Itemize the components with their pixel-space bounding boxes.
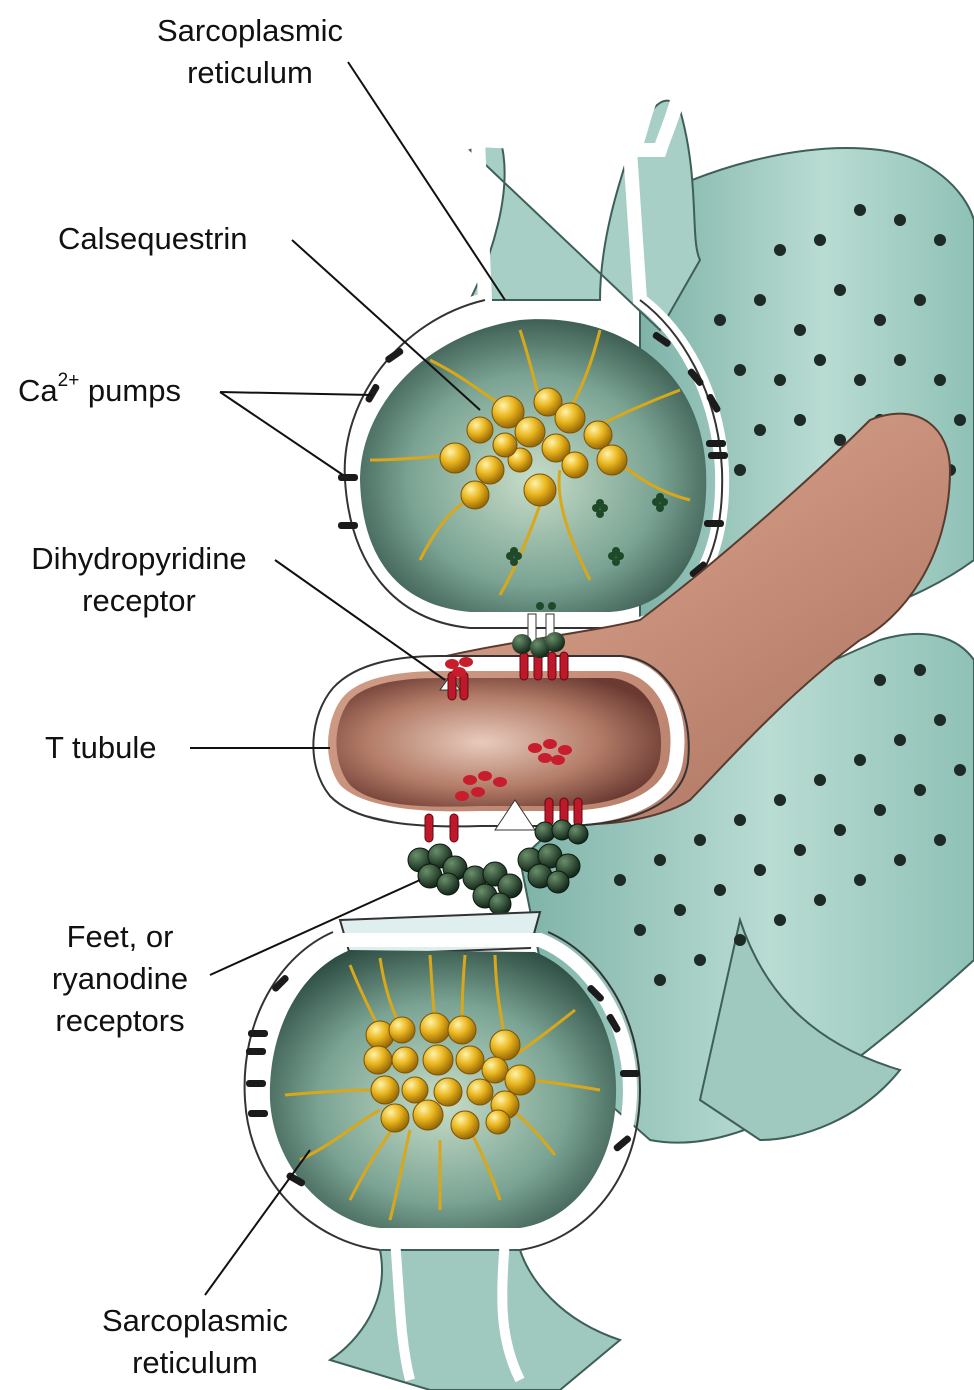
label-sarcoplasmic-reticulum-top: Sarcoplasmic reticulum <box>150 10 350 94</box>
label-sr-bottom-line2: reticulum <box>80 1342 310 1384</box>
label-sr-top-line1: Sarcoplasmic <box>150 10 350 52</box>
label-dhp-line2: receptor <box>8 580 270 622</box>
t-tubule-lumen <box>336 678 661 807</box>
label-dhp-line1: Dihydropyridine <box>8 538 270 580</box>
label-calsequestrin: Calsequestrin <box>58 218 288 260</box>
label-ca-pumps: Ca2+ pumps <box>18 370 228 412</box>
label-ca-pumps-suffix: pumps <box>79 373 181 408</box>
label-t-tubule: T tubule <box>45 727 185 769</box>
leader-ca-pumps-2 <box>220 392 343 475</box>
label-sr-top-line2: reticulum <box>150 52 350 94</box>
label-ca-pumps-superscript: 2+ <box>58 370 80 391</box>
label-sarcoplasmic-reticulum-bottom: Sarcoplasmic reticulum <box>80 1300 310 1384</box>
label-feet-line1: Feet, or <box>20 916 220 958</box>
label-dihydropyridine-receptor: Dihydropyridine receptor <box>8 538 270 622</box>
label-feet-line3: receptors <box>20 1000 220 1042</box>
leader-sr-bottom <box>205 1150 310 1295</box>
label-feet-ryanodine-receptors: Feet, or ryanodine receptors <box>20 916 220 1042</box>
label-ca-pumps-prefix: Ca <box>18 373 58 408</box>
leader-calsequestrin <box>292 240 480 410</box>
label-sr-bottom-line1: Sarcoplasmic <box>80 1300 310 1342</box>
label-feet-line2: ryanodine <box>20 958 220 1000</box>
leader-ca-pumps-1 <box>220 392 372 395</box>
upper-sr-lumen <box>360 319 706 612</box>
